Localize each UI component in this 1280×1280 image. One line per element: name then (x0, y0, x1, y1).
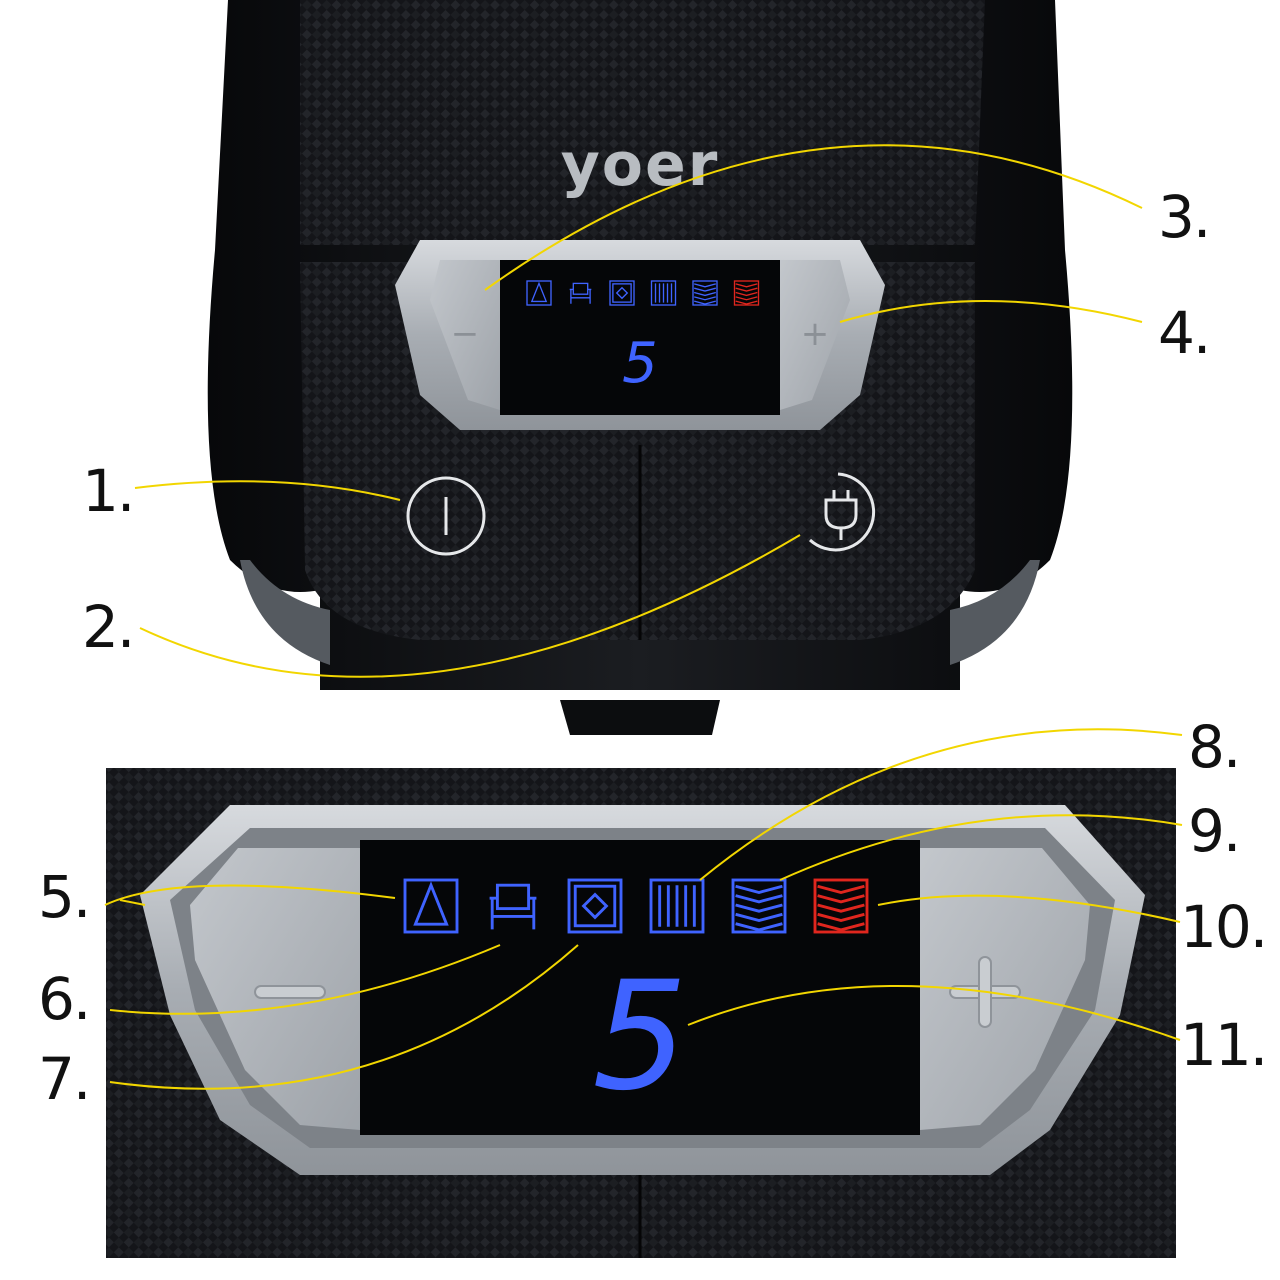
callout-line-4 (839, 300, 1143, 323)
callout-label-8: 8. (1188, 713, 1241, 781)
control-panel-zoom: 5 (106, 768, 1176, 1258)
left-rim (240, 560, 330, 665)
carpet-icon (692, 280, 718, 306)
plus-sign-small: + (801, 314, 830, 354)
callout-line-3 (484, 144, 1143, 291)
minus-sign (254, 985, 326, 999)
display-digit: 5 (592, 950, 687, 1124)
brand-logo: yoer (561, 130, 720, 200)
callout-label-9: 9. (1188, 797, 1241, 865)
callout-line-5a (104, 884, 396, 906)
hose-connector (560, 700, 720, 735)
callout-label-10: 10. (1180, 893, 1268, 961)
callout-label-4: 4. (1158, 299, 1211, 367)
mode-icons-small (526, 280, 760, 306)
minus-sign-small: − (451, 314, 480, 354)
callout-label-7: 7. (38, 1045, 91, 1113)
plug-icon (824, 490, 858, 540)
thick-carpet-icon (813, 878, 869, 934)
callout-label-2: 2. (82, 593, 135, 661)
parquet-icon (650, 280, 677, 306)
mode-icons (403, 878, 869, 934)
carbon-cover (300, 0, 985, 245)
display-small (500, 260, 780, 415)
thick-carpet-icon (733, 280, 760, 306)
callout-label-3: 3. (1158, 183, 1211, 251)
callout-line-5b (119, 899, 146, 906)
carpet-icon (731, 878, 787, 934)
power-button[interactable] (406, 476, 486, 556)
display-digit-small: 5 (622, 331, 658, 396)
callout-line-9 (779, 814, 1183, 881)
rug-icon (567, 878, 623, 934)
plus-button-small[interactable] (780, 260, 850, 410)
callout-line-11 (687, 985, 1181, 1041)
cord-rewind-button[interactable] (808, 472, 876, 552)
control-panel-small: − + 5 (395, 240, 885, 430)
parquet-icon (649, 878, 705, 934)
vacuum-top-view: yoer − + 5 (207, 0, 1073, 735)
curtain-icon (526, 280, 552, 306)
rug-icon (609, 280, 635, 306)
callout-line-10 (877, 894, 1181, 923)
callout-line-1 (134, 480, 401, 501)
callout-line-2 (139, 534, 801, 678)
right-rim (950, 560, 1040, 665)
curtain-icon (403, 878, 459, 934)
callout-lines (104, 144, 1183, 1090)
armchair-icon (489, 883, 537, 930)
callout-label-11: 11. (1180, 1011, 1268, 1079)
callout-line-6 (109, 944, 501, 1015)
callout-line-7 (109, 944, 579, 1090)
callout-line-8 (699, 728, 1183, 881)
minus-button-small[interactable] (430, 260, 500, 410)
callout-label-6: 6. (38, 965, 91, 1033)
armchair-icon (569, 282, 592, 304)
callout-label-5: 5. (38, 863, 91, 931)
callout-label-1: 1. (82, 457, 135, 525)
